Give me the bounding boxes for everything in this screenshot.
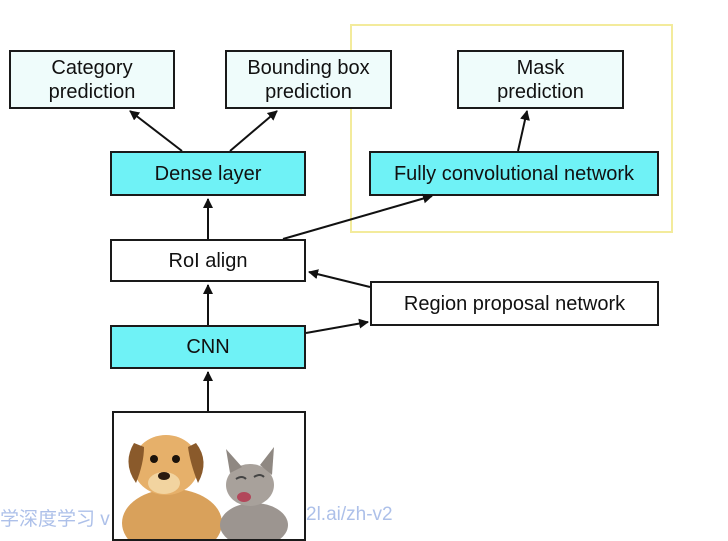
cnn-box: CNN (110, 325, 306, 369)
arrow-dense-to-category (129, 110, 183, 152)
cnn-label: CNN (186, 336, 230, 358)
mask-prediction-label: Mask prediction (497, 56, 584, 103)
roi-align-label: RoI align (168, 249, 248, 272)
watermark-right: 2l.ai/zh-v2 (306, 504, 393, 525)
dense-layer-box: Dense layer (110, 151, 306, 196)
fully-convolutional-network-box: Fully convolutional network (369, 151, 659, 196)
arrow-cnn-to-rpn (305, 318, 369, 334)
mask-prediction-box: Mask prediction (457, 50, 624, 109)
bounding-box-prediction-label: Bounding box prediction (247, 56, 370, 103)
arrow-rpn-to-roi (308, 269, 371, 288)
roi-align-box: RoI align (110, 239, 306, 282)
watermark-left: 学深度学习 v (0, 509, 110, 530)
category-prediction-box: Category prediction (9, 50, 175, 109)
region-proposal-network-box: Region proposal network (370, 281, 659, 326)
input-image (112, 411, 306, 541)
region-proposal-network-label: Region proposal network (403, 292, 626, 315)
dense-layer-label: Dense layer (154, 162, 262, 185)
arrow-dense-to-bbox (229, 110, 278, 152)
puppy-kitten-illustration (122, 435, 288, 539)
category-prediction-label: Category prediction (48, 56, 136, 103)
fully-convolutional-network-label: Fully convolutional network (393, 162, 635, 185)
bounding-box-prediction-box: Bounding box prediction (225, 50, 392, 109)
mask-branch-highlight (350, 24, 673, 233)
arrow-fcn-to-mask (517, 110, 530, 152)
arrow-roi-to-fcn (282, 193, 433, 240)
